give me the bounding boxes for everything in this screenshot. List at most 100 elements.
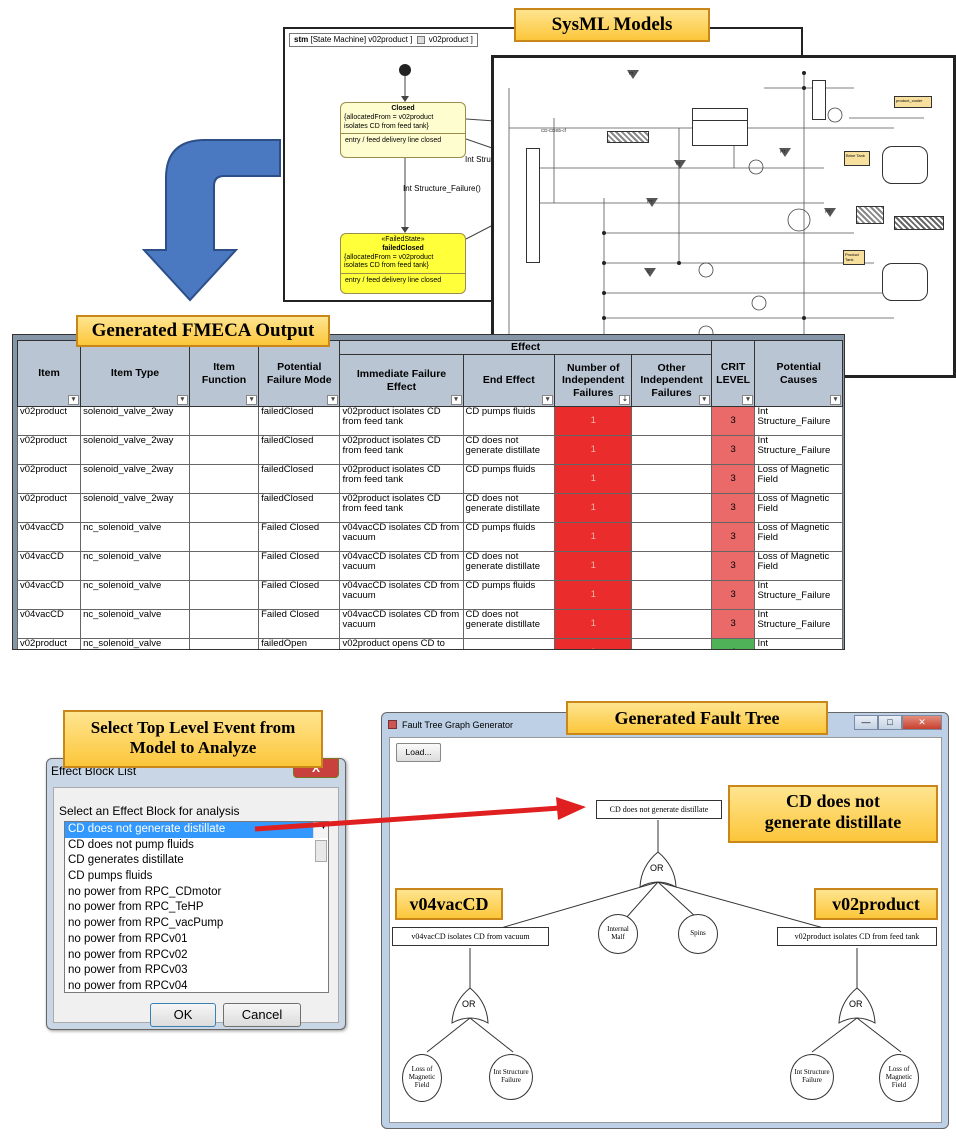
cell-num-failures[interactable]: 1 bbox=[554, 464, 633, 494]
cell-other-failures[interactable] bbox=[631, 435, 712, 465]
effect-block-list-item[interactable]: no power from RPC_TeHP bbox=[68, 901, 204, 914]
cell-end-effect[interactable]: CD pumps fluids bbox=[462, 464, 556, 494]
cell-potential-cause[interactable]: Loss of Magnetic Field bbox=[754, 551, 843, 581]
ibd-block-cd[interactable] bbox=[526, 148, 540, 263]
sort-dropdown-icon[interactable]: ⇣ bbox=[619, 395, 631, 405]
cell-item-type[interactable]: nc_solenoid_valve bbox=[80, 609, 190, 639]
minimize-icon[interactable]: — bbox=[854, 715, 878, 730]
cell-item-function[interactable] bbox=[188, 609, 260, 639]
cell-item[interactable]: v02product bbox=[16, 435, 82, 465]
cell-item-function[interactable] bbox=[188, 435, 260, 465]
cell-potential-cause[interactable]: Int Structure_Failure bbox=[754, 638, 843, 649]
cell-item[interactable]: v04vacCD bbox=[16, 522, 82, 552]
col-crit-level[interactable]: CRIT LEVEL▾ bbox=[710, 340, 756, 407]
effect-block-list-item[interactable]: no power from RPCv03 bbox=[68, 964, 188, 977]
cell-potential-cause[interactable]: Loss of Magnetic Field bbox=[754, 522, 843, 552]
cell-immediate-effect[interactable]: v04vacCD isolates CD from vacuum bbox=[339, 609, 464, 639]
cell-item[interactable]: v02product bbox=[16, 493, 82, 523]
effect-block-list-item[interactable]: no power from RPC_CDmotor bbox=[68, 885, 222, 898]
cell-item-type[interactable]: nc_solenoid_valve bbox=[80, 522, 190, 552]
cell-end-effect[interactable]: CD does not generate distillate bbox=[462, 609, 556, 639]
filter-dropdown-icon[interactable]: ▾ bbox=[742, 395, 754, 405]
cell-crit-level[interactable]: 3 bbox=[710, 522, 756, 552]
cell-item-function[interactable] bbox=[188, 493, 260, 523]
filter-dropdown-icon[interactable]: ▾ bbox=[327, 395, 339, 405]
scrollbar-thumb[interactable] bbox=[315, 840, 327, 862]
cell-item[interactable]: v04vacCD bbox=[16, 609, 82, 639]
cancel-button[interactable]: Cancel bbox=[223, 1003, 301, 1027]
state-failed-closed[interactable]: «FailedState» failedClosed {allocatedFro… bbox=[340, 233, 466, 294]
effect-block-list-item[interactable]: CD generates distillate bbox=[68, 854, 184, 867]
cell-failure-mode[interactable]: Failed Closed bbox=[258, 580, 341, 610]
diagram-tab[interactable]: stm [State Machine] v02product ] v02prod… bbox=[289, 33, 478, 47]
cell-immediate-effect[interactable]: v02product opens CD to feed tank bbox=[339, 638, 464, 649]
cell-end-effect[interactable]: CD does not generate distillate bbox=[462, 493, 556, 523]
ibd-block-heater[interactable] bbox=[894, 216, 944, 230]
col-item[interactable]: Item▾ bbox=[16, 340, 82, 407]
filter-dropdown-icon[interactable]: ▾ bbox=[68, 395, 80, 405]
col-item-function[interactable]: Item Function▾ bbox=[188, 340, 260, 407]
effect-block-list-item[interactable]: CD pumps fluids bbox=[68, 870, 153, 883]
filter-dropdown-icon[interactable]: ▾ bbox=[176, 395, 188, 405]
cell-other-failures[interactable] bbox=[631, 551, 712, 581]
filter-dropdown-icon[interactable]: ▾ bbox=[450, 395, 462, 405]
cell-failure-mode[interactable]: failedClosed bbox=[258, 435, 341, 465]
cell-end-effect[interactable]: CD pumps fluids bbox=[462, 406, 556, 436]
cell-crit-level[interactable]: 3 bbox=[710, 580, 756, 610]
ibd-block-tank[interactable] bbox=[692, 120, 748, 146]
ibd-block-column[interactable] bbox=[812, 80, 826, 120]
col-num-failures[interactable]: Number of Independent Failures⇣ bbox=[554, 354, 633, 407]
cell-num-failures[interactable]: 1 bbox=[554, 522, 633, 552]
col-failure-mode[interactable]: Potential Failure Mode▾ bbox=[258, 340, 341, 407]
filter-dropdown-icon[interactable]: ▾ bbox=[246, 395, 258, 405]
cell-num-failures[interactable]: 1 bbox=[554, 435, 633, 465]
col-other-failures[interactable]: Other Independent Failures▾ bbox=[631, 354, 712, 407]
close-icon[interactable]: ✕ bbox=[902, 715, 942, 730]
cell-num-failures[interactable]: 1 bbox=[554, 551, 633, 581]
ibd-block-brine-tank[interactable] bbox=[882, 146, 928, 184]
ibd-block-filter[interactable] bbox=[856, 206, 884, 224]
cell-crit-level[interactable]: 3 bbox=[710, 435, 756, 465]
cell-immediate-effect[interactable]: v02product isolates CD from feed tank bbox=[339, 406, 464, 436]
cell-potential-cause[interactable]: Loss of Magnetic Field bbox=[754, 464, 843, 494]
effect-block-list-item[interactable]: no power from RPC_vacPump bbox=[68, 917, 224, 930]
cell-crit-level[interactable]: 3 bbox=[710, 609, 756, 639]
basic-event-spins[interactable]: Spins bbox=[678, 914, 718, 954]
cell-failure-mode[interactable]: Failed Closed bbox=[258, 551, 341, 581]
ok-button[interactable]: OK bbox=[150, 1003, 216, 1027]
effect-block-list-item[interactable]: CD does not generate distillate bbox=[65, 822, 328, 838]
effect-block-list-item[interactable]: no power from RPCv01 bbox=[68, 932, 188, 945]
cell-item-type[interactable]: solenoid_valve_2way bbox=[80, 464, 190, 494]
cell-item-type[interactable]: nc_solenoid_valve bbox=[80, 551, 190, 581]
event-node-v04vaccd[interactable]: v04vacCD isolates CD from vacuum bbox=[392, 927, 549, 946]
scroll-down-icon[interactable]: ▼ bbox=[320, 824, 327, 831]
cell-num-failures[interactable]: 1 bbox=[554, 493, 633, 523]
cell-other-failures[interactable] bbox=[631, 580, 712, 610]
cell-immediate-effect[interactable]: v02product isolates CD from feed tank bbox=[339, 435, 464, 465]
cell-failure-mode[interactable]: Failed Closed bbox=[258, 609, 341, 639]
col-immediate-effect[interactable]: Immediate Failure Effect▾ bbox=[339, 354, 464, 407]
event-node-v02product[interactable]: v02product isolates CD from feed tank bbox=[777, 927, 937, 946]
cell-failure-mode[interactable]: failedOpen bbox=[258, 638, 341, 649]
cell-end-effect[interactable]: CD pumps fluids bbox=[462, 580, 556, 610]
cell-end-effect[interactable]: CD pumps fluids bbox=[462, 522, 556, 552]
cell-crit-level[interactable]: 3 bbox=[710, 464, 756, 494]
cell-other-failures[interactable] bbox=[631, 493, 712, 523]
filter-dropdown-icon[interactable]: ▾ bbox=[698, 395, 710, 405]
filter-dropdown-icon[interactable]: ▾ bbox=[542, 395, 554, 405]
cell-other-failures[interactable] bbox=[631, 638, 712, 649]
maximize-icon[interactable]: □ bbox=[878, 715, 902, 730]
ibd-block-product-tank[interactable] bbox=[882, 263, 928, 301]
